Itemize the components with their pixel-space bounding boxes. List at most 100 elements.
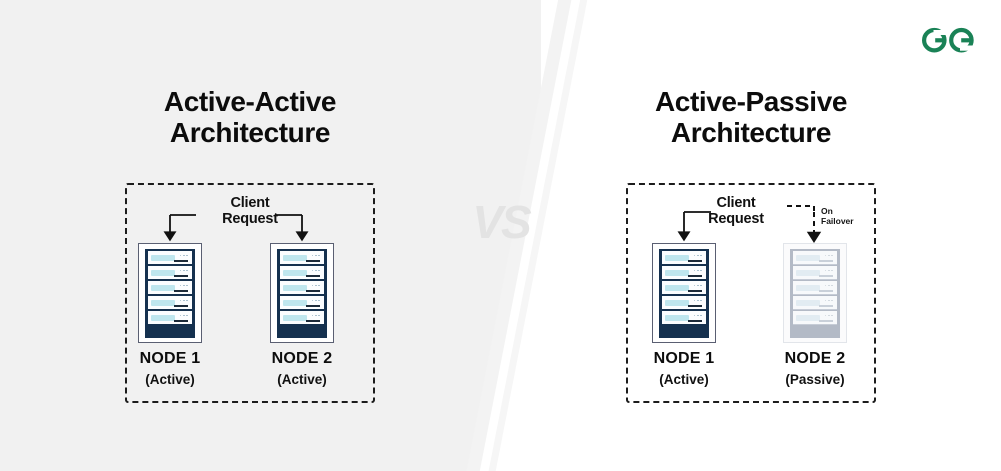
bay-label-line xyxy=(174,274,188,277)
node-state: (Passive) xyxy=(785,371,845,387)
bay-label-line xyxy=(306,304,320,307)
bay-status-bar xyxy=(283,270,307,276)
server-bay xyxy=(148,281,192,295)
node-state: (Active) xyxy=(277,371,327,387)
bay-status-bar xyxy=(665,285,689,291)
geeksforgeeks-logo-icon xyxy=(917,20,979,60)
left-client-request-line-2: Request xyxy=(222,210,278,227)
bay-indicator-dots xyxy=(824,299,833,302)
bay-status-bar xyxy=(796,315,820,321)
bay-indicator-dots xyxy=(693,284,702,287)
right-title-line-1: Active-Passive xyxy=(654,86,848,117)
bay-label-line xyxy=(306,274,320,277)
bay-status-bar xyxy=(665,255,689,261)
bay-status-bar xyxy=(151,285,175,291)
bay-label-line xyxy=(688,289,702,292)
bay-status-bar xyxy=(283,285,307,291)
right-node-1-server-icon xyxy=(652,243,716,343)
bay-label-line xyxy=(819,304,833,307)
failover-line-2: Failover xyxy=(821,215,854,226)
right-title-line-2: Architecture xyxy=(670,117,832,149)
right-client-request-line-2: Request xyxy=(708,210,764,227)
server-bay xyxy=(280,296,324,310)
bay-status-bar xyxy=(665,270,689,276)
right-client-request-line-1: Client xyxy=(716,195,756,211)
server-bay xyxy=(280,251,324,265)
bay-label-line xyxy=(688,259,702,262)
bay-label-line xyxy=(819,289,833,292)
bay-indicator-dots xyxy=(693,254,702,257)
bay-label-line xyxy=(174,304,188,307)
bay-label-line xyxy=(688,304,702,307)
server-bay xyxy=(148,311,192,325)
bay-status-bar xyxy=(151,300,175,306)
bay-indicator-dots xyxy=(311,284,320,287)
bay-indicator-dots xyxy=(824,254,833,257)
bay-indicator-dots xyxy=(311,299,320,302)
bay-indicator-dots xyxy=(311,314,320,317)
right-node-2-label: NODE 2 (Passive) xyxy=(750,350,880,387)
failover-line-1: On xyxy=(821,206,833,216)
bay-status-bar xyxy=(796,300,820,306)
server-bay xyxy=(148,251,192,265)
left-node-2-label: NODE 2 (Active) xyxy=(237,350,367,387)
bay-label-line xyxy=(174,319,188,322)
server-bay xyxy=(280,281,324,295)
background-right-panel xyxy=(541,0,1001,471)
server-bay xyxy=(662,251,706,265)
versus-watermark: VS xyxy=(472,196,531,248)
left-node-1-server-icon xyxy=(138,243,202,343)
bay-status-bar xyxy=(796,255,820,261)
bay-status-bar xyxy=(151,315,175,321)
server-bay xyxy=(148,296,192,310)
node-name: NODE 1 xyxy=(139,350,201,367)
bay-indicator-dots xyxy=(179,299,188,302)
left-panel-title: Active-Active Architecture xyxy=(0,86,500,149)
server-bay xyxy=(662,311,706,325)
bay-indicator-dots xyxy=(693,314,702,317)
right-node-1-label: NODE 1 (Active) xyxy=(619,350,749,387)
bay-indicator-dots xyxy=(824,269,833,272)
left-architecture-boundary xyxy=(125,183,375,403)
node-name: NODE 2 xyxy=(784,350,846,367)
server-bay xyxy=(280,266,324,280)
bay-indicator-dots xyxy=(179,269,188,272)
bay-label-line xyxy=(306,259,320,262)
left-client-request-label: Client Request xyxy=(222,196,278,226)
left-node-2-server-icon xyxy=(270,243,334,343)
right-architecture-boundary xyxy=(626,183,876,403)
bay-indicator-dots xyxy=(693,269,702,272)
node-name: NODE 2 xyxy=(271,350,333,367)
bay-status-bar xyxy=(665,300,689,306)
server-bay xyxy=(793,311,837,325)
bay-status-bar xyxy=(665,315,689,321)
bay-status-bar xyxy=(283,255,307,261)
bay-indicator-dots xyxy=(824,314,833,317)
left-node-1-label: NODE 1 (Active) xyxy=(105,350,235,387)
bay-status-bar xyxy=(796,270,820,276)
server-chassis xyxy=(145,249,195,338)
left-client-request-line-1: Client xyxy=(230,195,270,211)
bay-indicator-dots xyxy=(311,269,320,272)
active-passive-panel: Active-Passive Architecture Client Reque… xyxy=(501,0,1001,471)
bay-label-line xyxy=(306,289,320,292)
bay-label-line xyxy=(819,319,833,322)
right-client-request-label: Client Request xyxy=(708,196,764,226)
bay-status-bar xyxy=(151,270,175,276)
server-chassis xyxy=(790,249,840,338)
server-bay xyxy=(793,251,837,265)
server-bay xyxy=(793,296,837,310)
bay-indicator-dots xyxy=(179,254,188,257)
server-bay xyxy=(148,266,192,280)
on-failover-note: On Failover xyxy=(821,206,854,226)
node-state: (Active) xyxy=(145,371,195,387)
node-name: NODE 1 xyxy=(653,350,715,367)
bay-label-line xyxy=(688,319,702,322)
bay-label-line xyxy=(819,274,833,277)
bay-status-bar xyxy=(283,315,307,321)
bay-status-bar xyxy=(283,300,307,306)
bay-label-line xyxy=(174,259,188,262)
bay-label-line xyxy=(306,319,320,322)
left-title-line-1: Active-Active xyxy=(163,86,337,117)
